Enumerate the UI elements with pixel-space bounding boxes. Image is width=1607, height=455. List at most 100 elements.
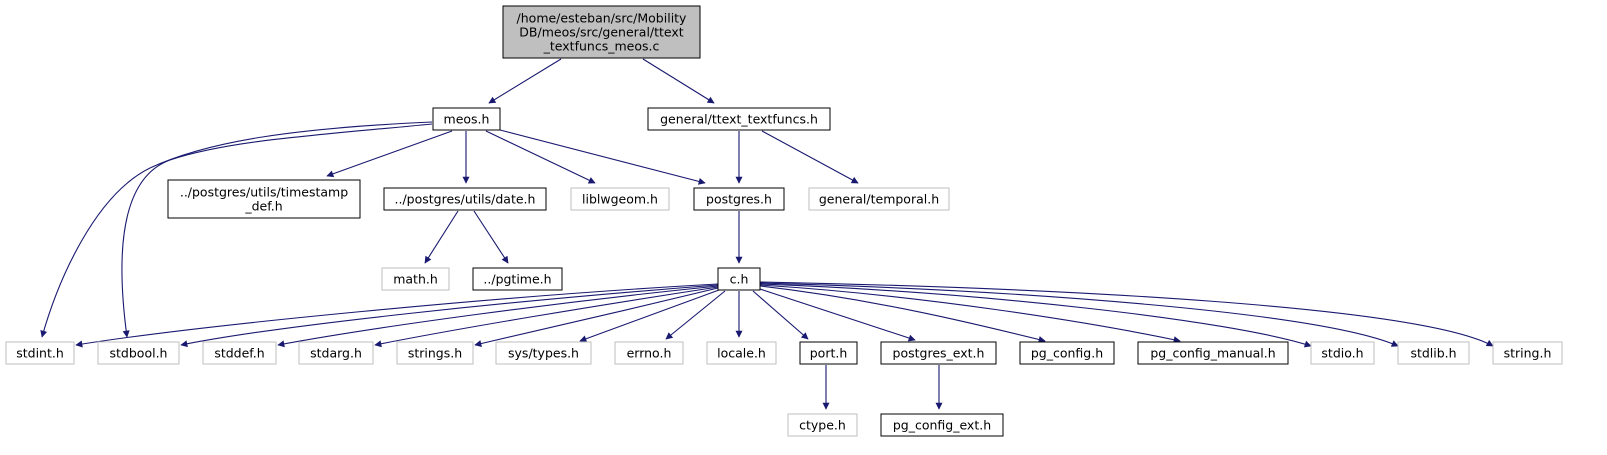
node-errno-h-box — [614, 341, 684, 365]
node-port-h-label-line-1: port.h — [810, 346, 848, 361]
node-temporal-h-label-line-1: general/temporal.h — [819, 192, 939, 207]
node-root-label-line-1: /home/esteban/src/Mobility — [517, 11, 688, 26]
edge-c-h-to-string-h — [759, 281, 1494, 347]
edge-meos-h-to-liblwgeom-h — [485, 130, 596, 184]
node-stdarg-h-label-line-1: stdarg.h — [310, 346, 362, 361]
edge-root-to-meos-h — [488, 58, 562, 104]
node-pg-config-h-label-line-1: pg_config.h — [1031, 346, 1103, 361]
node-pg-config-ext-h-label-line-1: pg_config_ext.h — [893, 418, 991, 433]
edge-c-h-to-port-h — [752, 290, 809, 340]
node-meos-h[interactable]: meos.h — [432, 107, 501, 131]
node-stdio-h: stdio.h — [1310, 341, 1375, 365]
node-errno-h: errno.h — [614, 341, 684, 365]
node-string-h-label-line-1: string.h — [1504, 346, 1552, 361]
node-liblwgeom-h-box — [570, 187, 670, 211]
node-postgres-h-label-line-1: postgres.h — [706, 192, 772, 207]
edge-c-h-to-stdio-h — [759, 283, 1312, 348]
node-c-h[interactable]: c.h — [717, 267, 761, 291]
node-timestamp-def-h-label-line-2: _def.h — [244, 199, 282, 214]
node-meos-h-label-line-1: meos.h — [444, 112, 490, 127]
node-stdlib-h-box — [1397, 341, 1470, 365]
node-sys-types-h: sys/types.h — [495, 341, 592, 365]
node-port-h-box — [799, 341, 858, 365]
node-meos-h-box — [432, 107, 501, 131]
node-pg-config-manual-h[interactable]: pg_config_manual.h — [1137, 341, 1289, 365]
node-ctype-h: ctype.h — [787, 413, 858, 437]
node-stdlib-h: stdlib.h — [1397, 341, 1470, 365]
node-pgtime-h-label-line-1: ../pgtime.h — [483, 272, 551, 287]
node-temporal-h: general/temporal.h — [808, 187, 950, 211]
edge-c-h-to-stdlib-h — [759, 282, 1399, 347]
node-stdint-h-label-line-1: stdint.h — [16, 346, 64, 361]
node-locale-h: locale.h — [706, 341, 777, 365]
node-stdio-h-label-line-1: stdio.h — [1321, 346, 1363, 361]
node-sys-types-h-label-line-1: sys/types.h — [508, 346, 579, 361]
node-timestamp-def-h-label-line-1: ../postgres/utils/timestamp — [180, 185, 348, 200]
node-root-box — [502, 5, 701, 59]
node-ctype-h-box — [787, 413, 858, 437]
file-nodes: /home/esteban/src/MobilityDB/meos/src/ge… — [5, 5, 1563, 437]
node-ttext-textfuncs-h-label-line-1: general/ttext_textfuncs.h — [660, 112, 818, 127]
node-stdio-h-box — [1310, 341, 1375, 365]
edge-ttext-textfuncs-h-to-temporal-h — [761, 130, 859, 184]
node-pg-config-h[interactable]: pg_config.h — [1019, 341, 1115, 365]
node-stdbool-h-label-line-1: stdbool.h — [110, 346, 168, 361]
node-root-label-line-2: DB/meos/src/general/ttext — [519, 25, 684, 40]
node-postgres-h-box — [693, 187, 785, 211]
edge-c-h-to-pg-config-manual-h — [759, 284, 1181, 344]
edge-meos-h-to-timestamp-def-h — [326, 130, 453, 178]
node-stdint-h-box — [5, 341, 75, 365]
node-root-label-line-3: _textfuncs_meos.c — [543, 39, 660, 54]
node-date-h-box — [383, 187, 547, 211]
node-errno-h-label-line-1: errno.h — [627, 346, 672, 361]
edge-c-h-to-stdint-h — [75, 283, 719, 348]
edge-c-h-to-sys-types-h — [579, 289, 720, 343]
edge-c-h-to-stdarg-h — [374, 286, 719, 348]
node-stddef-h: stddef.h — [202, 341, 277, 365]
node-pgtime-h[interactable]: ../pgtime.h — [472, 267, 563, 291]
node-postgres-h[interactable]: postgres.h — [693, 187, 785, 211]
node-postgres-ext-h-box — [880, 341, 997, 365]
node-pg-config-manual-h-label-line-1: pg_config_manual.h — [1150, 346, 1275, 361]
node-stdarg-h-box — [298, 341, 374, 365]
node-postgres-ext-h-label-line-1: postgres_ext.h — [893, 346, 985, 361]
node-stdbool-h: stdbool.h — [97, 341, 180, 365]
node-strings-h-box — [396, 341, 474, 365]
node-pg-config-ext-h[interactable]: pg_config_ext.h — [880, 413, 1004, 437]
node-strings-h-label-line-1: strings.h — [408, 346, 462, 361]
node-math-h-box — [381, 267, 450, 291]
edge-c-h-to-errno-h — [665, 290, 726, 340]
edge-root-to-ttext-textfuncs-h — [642, 58, 715, 104]
node-ttext-textfuncs-h[interactable]: general/ttext_textfuncs.h — [647, 107, 831, 131]
node-c-h-label-line-1: c.h — [730, 272, 749, 287]
edge-meos-h-to-stdint-h — [40, 121, 433, 338]
edge-c-h-to-stddef-h — [277, 285, 719, 348]
node-liblwgeom-h-label-line-1: liblwgeom.h — [582, 192, 658, 207]
node-temporal-h-box — [808, 187, 950, 211]
node-c-h-box — [717, 267, 761, 291]
node-pg-config-manual-h-box — [1137, 341, 1289, 365]
edge-c-h-to-pg-config-h — [759, 285, 1046, 343]
edge-date-h-to-math-h — [424, 210, 459, 264]
node-timestamp-def-h[interactable]: ../postgres/utils/timestamp_def.h — [167, 179, 361, 219]
node-string-h: string.h — [1492, 341, 1563, 365]
node-date-h[interactable]: ../postgres/utils/date.h — [383, 187, 547, 211]
node-stdint-h: stdint.h — [5, 341, 75, 365]
node-stdbool-h-box — [97, 341, 180, 365]
include-edges — [40, 58, 1494, 410]
node-locale-h-label-line-1: locale.h — [717, 346, 766, 361]
edge-meos-h-to-postgres-h — [499, 129, 706, 185]
node-strings-h: strings.h — [396, 341, 474, 365]
node-math-h-label-line-1: math.h — [393, 272, 438, 287]
node-sys-types-h-box — [495, 341, 592, 365]
node-stdlib-h-label-line-1: stdlib.h — [1410, 346, 1456, 361]
node-port-h[interactable]: port.h — [799, 341, 858, 365]
node-stdarg-h: stdarg.h — [298, 341, 374, 365]
edge-c-h-to-postgres-ext-h — [759, 288, 916, 342]
edge-meos-h-to-stdbool-h — [121, 123, 433, 338]
node-root[interactable]: /home/esteban/src/MobilityDB/meos/src/ge… — [502, 5, 701, 59]
node-postgres-ext-h[interactable]: postgres_ext.h — [880, 341, 997, 365]
node-string-h-box — [1492, 341, 1563, 365]
node-timestamp-def-h-box — [167, 179, 361, 219]
